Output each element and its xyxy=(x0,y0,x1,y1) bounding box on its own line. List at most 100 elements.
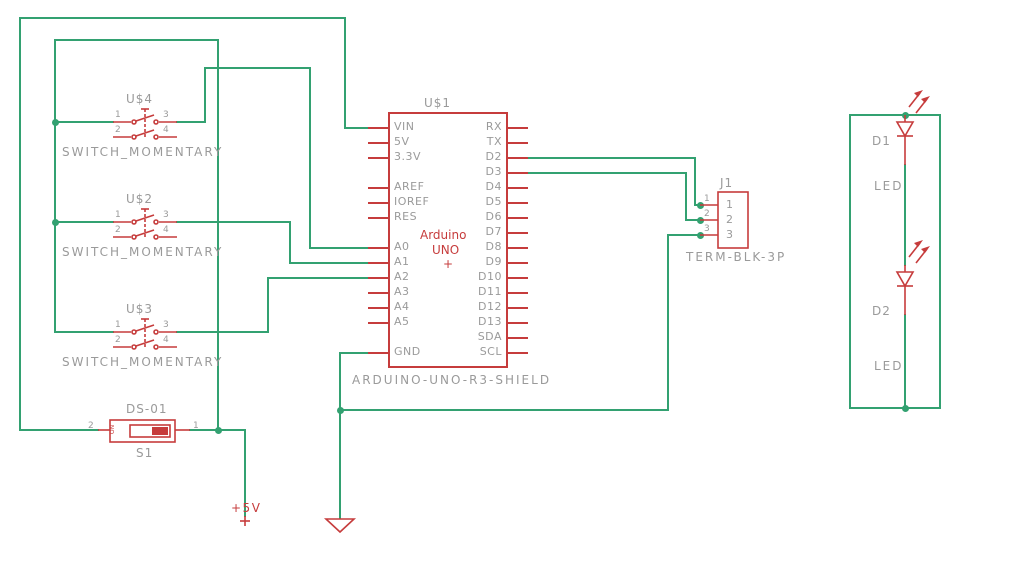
wire xyxy=(19,429,99,431)
led-value: LED xyxy=(874,179,904,193)
wire xyxy=(339,352,369,354)
arduino-pin-stub xyxy=(508,352,528,354)
junction-dot xyxy=(215,427,222,434)
arduino-pin-label: D7 xyxy=(485,225,502,238)
arduino-pin-stub xyxy=(508,172,528,174)
wire xyxy=(667,234,701,236)
switch-value: SWITCH_MOMENTARY xyxy=(62,355,224,369)
arduino-pin-stub xyxy=(368,157,388,159)
arduino-pin-label: TX xyxy=(486,135,502,148)
switch-pin-number: 1 xyxy=(115,110,121,120)
wire xyxy=(904,314,906,409)
arduino-value: ARDUINO-UNO-R3-SHIELD xyxy=(352,373,552,387)
terminal-inner-number: 1 xyxy=(726,198,734,211)
arduino-pin-label: A0 xyxy=(394,240,410,253)
wire xyxy=(849,114,941,116)
arduino-pin-stub xyxy=(368,217,388,219)
plus5v-label: +5V xyxy=(231,501,262,515)
arduino-pin-stub xyxy=(508,262,528,264)
switch-pin-number: 3 xyxy=(163,210,169,220)
slide-switch-pin-number: 1 xyxy=(193,421,199,431)
led-symbol xyxy=(895,90,930,165)
wire xyxy=(344,17,346,129)
wire xyxy=(54,39,56,333)
arduino-pin-label: 5V xyxy=(394,135,410,148)
switch-pin-number: 2 xyxy=(115,225,121,235)
arduino-pin-stub xyxy=(508,337,528,339)
arduino-pin-label: D12 xyxy=(478,300,502,313)
arduino-pin-label: D13 xyxy=(478,315,502,328)
arduino-pin-label: D4 xyxy=(485,180,502,193)
arduino-pin-label: D6 xyxy=(485,210,502,223)
led-symbol xyxy=(895,240,930,315)
switch-ref: U$3 xyxy=(126,302,154,316)
plus5v-symbol xyxy=(240,516,250,526)
slide-switch-symbol xyxy=(98,419,190,443)
gnd-symbol xyxy=(323,518,357,534)
arduino-pin-stub xyxy=(508,277,528,279)
arduino-pin-stub xyxy=(508,202,528,204)
switch-pin-number: 3 xyxy=(163,110,169,120)
terminal-pin-number: 2 xyxy=(704,209,710,219)
wire xyxy=(54,39,219,41)
led-ref: D2 xyxy=(872,304,891,318)
arduino-pin-label: AREF xyxy=(394,180,425,193)
momentary-switch-symbol xyxy=(113,318,177,350)
arduino-pin-label: D11 xyxy=(478,285,502,298)
arduino-pin-label: D3 xyxy=(485,165,502,178)
wire xyxy=(527,172,687,174)
arduino-pin-stub xyxy=(508,292,528,294)
arduino-pin-stub xyxy=(368,277,388,279)
arduino-pin-label: IOREF xyxy=(394,195,430,208)
junction-dot xyxy=(902,405,909,412)
arduino-pin-label: SDA xyxy=(477,330,502,343)
arduino-shield-body xyxy=(388,112,508,368)
arduino-pin-stub xyxy=(368,262,388,264)
switch-pin-number: 1 xyxy=(115,210,121,220)
wire xyxy=(267,277,369,279)
momentary-switch-symbol xyxy=(113,208,177,240)
arduino-pin-stub xyxy=(368,352,388,354)
junction-dot xyxy=(337,407,344,414)
wire xyxy=(309,67,311,249)
switch-pin-number: 3 xyxy=(163,320,169,330)
arduino-pin-stub xyxy=(368,187,388,189)
arduino-pin-label: D10 xyxy=(478,270,502,283)
arduino-pin-stub xyxy=(508,247,528,249)
arduino-pin-stub xyxy=(508,142,528,144)
wire xyxy=(939,114,941,409)
arduino-pin-stub xyxy=(368,307,388,309)
arduino-ref: U$1 xyxy=(424,96,452,110)
arduino-pin-stub xyxy=(368,127,388,129)
led-ref: D1 xyxy=(872,134,891,148)
arduino-pin-label: A1 xyxy=(394,255,410,268)
terminal-inner-number: 3 xyxy=(726,228,734,241)
arduino-pin-label: VIN xyxy=(394,120,415,133)
switch-ref: U$2 xyxy=(126,192,154,206)
arduino-pin-label: GND xyxy=(394,345,421,358)
wire xyxy=(176,331,269,333)
slide-switch-value: S1 xyxy=(136,446,154,460)
wire xyxy=(54,121,114,123)
wire xyxy=(685,219,702,221)
arduino-pin-stub xyxy=(508,307,528,309)
arduino-pin-label: 3.3V xyxy=(394,150,422,163)
momentary-switch-symbol xyxy=(113,108,177,140)
switch-value: SWITCH_MOMENTARY xyxy=(62,145,224,159)
wire xyxy=(667,234,669,411)
wire xyxy=(849,407,941,409)
wire xyxy=(344,127,370,129)
wire xyxy=(289,221,291,264)
switch-pin-number: 2 xyxy=(115,335,121,345)
arduino-pin-label: D9 xyxy=(485,255,502,268)
terminal-pin-number: 1 xyxy=(704,194,710,204)
arduino-inner-text: + xyxy=(443,257,454,271)
junction-dot xyxy=(52,119,59,126)
arduino-pin-stub xyxy=(508,217,528,219)
arduino-pin-stub xyxy=(508,322,528,324)
arduino-pin-label: SCL xyxy=(479,345,502,358)
arduino-pin-stub xyxy=(508,232,528,234)
switch-ref: U$4 xyxy=(126,92,154,106)
arduino-pin-label: D8 xyxy=(485,240,502,253)
arduino-pin-label: RES xyxy=(394,210,418,223)
